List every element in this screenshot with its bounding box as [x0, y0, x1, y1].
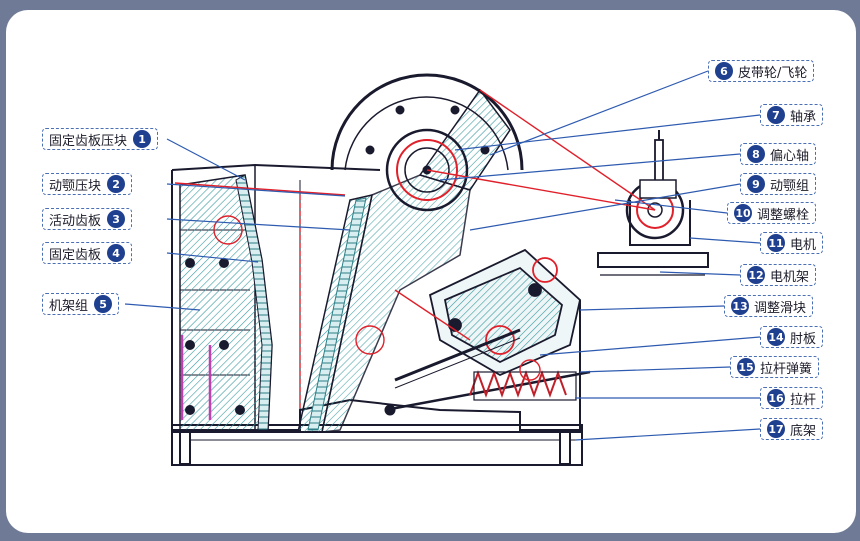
tie-rod-spring — [384, 370, 591, 416]
part-label-5: 机架组 5 — [42, 293, 120, 315]
part-label-text: 电机 — [790, 237, 817, 253]
part-label-17: 17 底架 — [760, 418, 824, 440]
part-label-14: 14 肘板 — [760, 326, 824, 348]
part-number-badge: 9 — [747, 175, 765, 193]
part-number-badge: 8 — [747, 145, 765, 163]
flywheel — [330, 73, 524, 212]
part-number-badge: 11 — [767, 234, 785, 252]
leader-lines — [124, 70, 761, 441]
part-label-text: 轴承 — [790, 109, 817, 125]
part-number-badge: 5 — [94, 295, 113, 313]
part-label-6: 6 皮带轮/飞轮 — [708, 60, 815, 82]
part-label-text: 肘板 — [790, 331, 817, 347]
part-label-12: 12 电机架 — [740, 264, 817, 286]
part-label-text: 偏心轴 — [770, 148, 810, 164]
part-label-text: 动颚组 — [770, 178, 810, 194]
part-label-text: 拉杆 — [790, 392, 817, 408]
part-number-badge: 13 — [731, 297, 749, 315]
movable-jaw — [297, 88, 511, 433]
part-label-text: 固定齿板 — [49, 247, 102, 263]
part-number-badge: 4 — [107, 244, 126, 262]
part-label-text: 调整滑块 — [754, 300, 807, 316]
part-label-10: 10 调整螺栓 — [727, 202, 817, 224]
part-number-badge: 15 — [737, 358, 755, 376]
red-guide-lines — [174, 89, 656, 410]
part-number-badge: 12 — [747, 266, 765, 284]
part-label-text: 调整螺栓 — [757, 207, 810, 223]
part-label-text: 固定齿板压块 — [49, 133, 128, 149]
motor-assembly — [597, 130, 709, 276]
part-label-7: 7 轴承 — [760, 104, 824, 126]
part-number-badge: 6 — [715, 62, 733, 80]
part-number-badge: 10 — [734, 204, 752, 222]
part-number-badge: 3 — [107, 210, 126, 228]
part-number-badge: 7 — [767, 106, 785, 124]
part-label-16: 16 拉杆 — [760, 387, 824, 409]
part-label-text: 动颚压块 — [49, 178, 102, 194]
part-label-15: 15 拉杆弹簧 — [730, 356, 820, 378]
part-number-badge: 2 — [107, 175, 126, 193]
base-frame — [171, 424, 583, 466]
part-number-badge: 14 — [767, 328, 785, 346]
part-label-text: 活动齿板 — [49, 213, 102, 229]
part-label-text: 皮带轮/飞轮 — [738, 65, 808, 81]
part-label-text: 底架 — [790, 423, 817, 439]
part-number-badge: 16 — [767, 389, 785, 407]
part-label-8: 8 偏心轴 — [740, 143, 817, 165]
part-label-3: 活动齿板 3 — [42, 208, 133, 230]
part-label-11: 11 电机 — [760, 232, 824, 254]
part-label-13: 13 调整滑块 — [724, 295, 814, 317]
toggle-assembly — [394, 248, 581, 389]
part-number-badge: 17 — [767, 420, 785, 438]
part-label-9: 9 动颚组 — [740, 173, 817, 195]
part-label-1: 固定齿板压块 1 — [42, 128, 159, 150]
part-label-2: 动颚压块 2 — [42, 173, 133, 195]
part-label-text: 机架组 — [49, 298, 89, 314]
fixed-jaw-plate — [179, 174, 273, 431]
part-number-badge: 1 — [133, 130, 152, 148]
part-label-4: 固定齿板 4 — [42, 242, 133, 264]
part-label-text: 拉杆弹簧 — [760, 361, 813, 377]
part-label-text: 电机架 — [770, 269, 810, 285]
